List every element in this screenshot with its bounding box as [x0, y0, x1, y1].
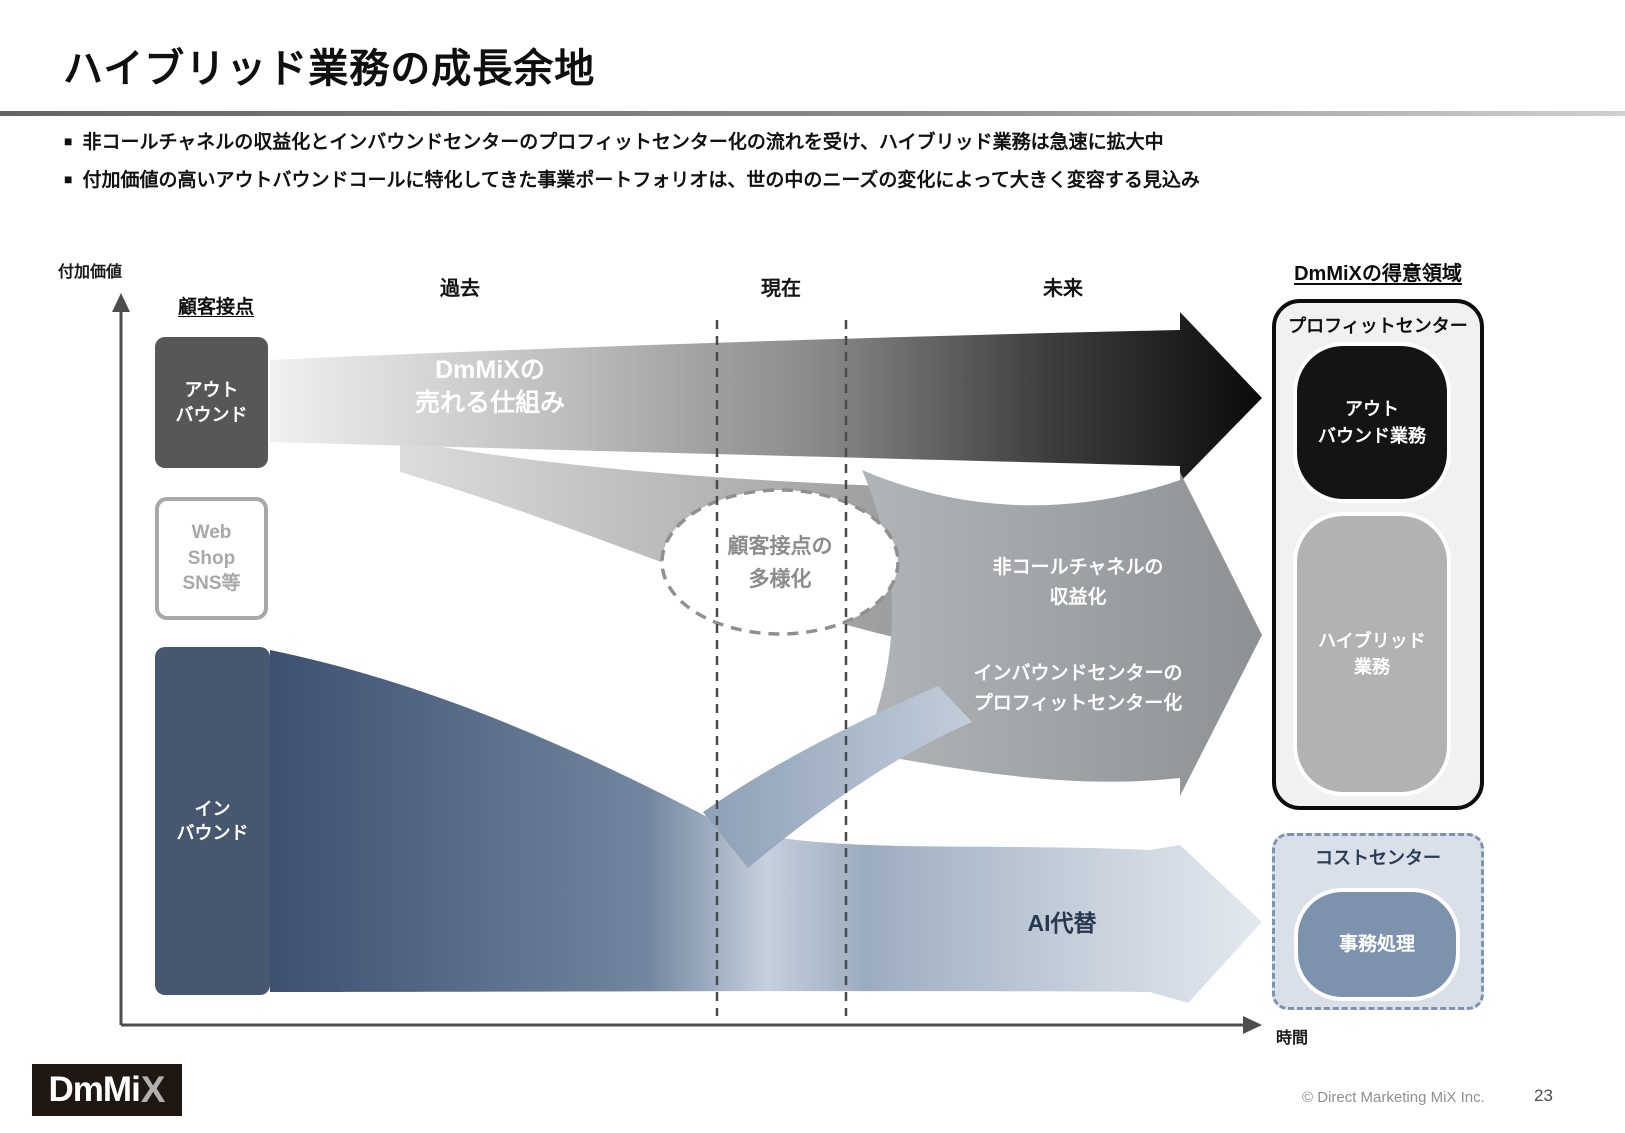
inbound-profit-label-line2: プロフィットセンター化: [974, 691, 1183, 714]
clerical-work-label: 事務処理: [1338, 933, 1415, 955]
title-divider: [0, 111, 1625, 116]
source-web-line1: Web: [191, 522, 232, 544]
inbound-profit-label-line1: インバウンドセンターの: [973, 662, 1182, 684]
flow-inbound-branch: [703, 686, 972, 868]
cost-center-label: コストセンター: [1315, 848, 1441, 868]
source-inbound-line1: イン: [194, 798, 231, 819]
mid-gray-arrow: [862, 470, 1262, 796]
profit-center-panel: プロフィットセンター アウト バウンド業務 ハイブリッド 業務: [1272, 299, 1484, 810]
selling-mechanism-label-line2: 売れる仕組み: [415, 388, 565, 417]
bullet-text: 非コールチャネルの収益化とインバウンドセンターのプロフィットセンター化の流れを受…: [82, 132, 1164, 153]
column-header-past: 過去: [440, 278, 480, 300]
logo-x-icon: X: [140, 1069, 166, 1110]
diversification-label-line1: 顧客接点の: [728, 534, 833, 558]
bullet-text: 付加価値の高いアウトバウンドコールに特化してきた事業ポートフォリオは、世の中のニ…: [82, 170, 1200, 191]
x-axis-label: 時間: [1276, 1030, 1309, 1047]
logo-text: DmMi: [48, 1070, 141, 1109]
outbound-business-box: アウト バウンド業務: [1297, 346, 1447, 499]
diversification-ellipse: [660, 488, 900, 636]
hybrid-business-box: ハイブリッド 業務: [1297, 516, 1447, 792]
source-box-inbound: イン バウンド: [155, 647, 270, 995]
outbound-business-line2: バウンド業務: [1318, 425, 1426, 446]
clerical-work-box: 事務処理: [1298, 892, 1456, 997]
bullet-item: ■ 非コールチャネルの収益化とインバウンドセンターのプロフィットセンター化の流れ…: [64, 127, 1200, 154]
column-header-touchpoint: 顧客接点: [177, 297, 254, 318]
copyright-text: © Direct Marketing MiX Inc.: [1302, 1089, 1485, 1106]
hybrid-business-line1: ハイブリッド: [1318, 630, 1426, 651]
company-logo: DmMi X: [32, 1064, 182, 1116]
column-header-present: 現在: [761, 278, 801, 300]
page-title: ハイブリッド業務の成長余地: [63, 47, 596, 91]
column-header-future: 未来: [1043, 278, 1083, 300]
selling-mechanism-label-line1: DmMiXの: [435, 356, 545, 384]
y-axis-label: 付加価値: [58, 264, 123, 281]
y-axis-arrow-icon: [112, 293, 130, 312]
non-call-label-line1: 非コールチャネルの: [993, 556, 1164, 578]
cost-center-panel: コストセンター 事務処理: [1272, 833, 1484, 1010]
profit-center-label: プロフィットセンター: [1288, 316, 1468, 336]
ai-substitution-label: AI代替: [1028, 910, 1097, 936]
non-call-label-line2: 収益化: [1049, 585, 1106, 608]
flow-outbound-band: [270, 312, 1262, 482]
page-number: 23: [1534, 1086, 1553, 1105]
bullet-item: ■ 付加価値の高いアウトバウンドコールに特化してきた事業ポートフォリオは、世の中…: [64, 165, 1200, 192]
source-outbound-line2: バウンド: [175, 404, 248, 425]
bullet-square-icon: ■: [64, 171, 73, 187]
outbound-business-line1: アウト: [1345, 399, 1399, 420]
bullet-list: ■ 非コールチャネルの収益化とインバウンドセンターのプロフィットセンター化の流れ…: [64, 127, 1200, 203]
source-outbound-line1: アウト: [184, 380, 239, 401]
hybrid-business-line2: 業務: [1354, 657, 1390, 677]
source-inbound-line2: バウンド: [176, 823, 249, 843]
x-axis-arrow-icon: [1243, 1016, 1262, 1034]
source-box-web: Web Shop SNS等: [155, 497, 268, 620]
strength-area-heading: DmMiXの得意領域: [1294, 263, 1462, 285]
diversification-label-line2: 多様化: [749, 567, 812, 591]
flow-inbound-band: [270, 650, 1262, 1003]
source-web-line2: Shop: [187, 547, 236, 569]
source-web-line3: SNS等: [182, 573, 241, 595]
bullet-square-icon: ■: [64, 133, 73, 149]
source-box-outbound: アウト バウンド: [155, 337, 268, 468]
